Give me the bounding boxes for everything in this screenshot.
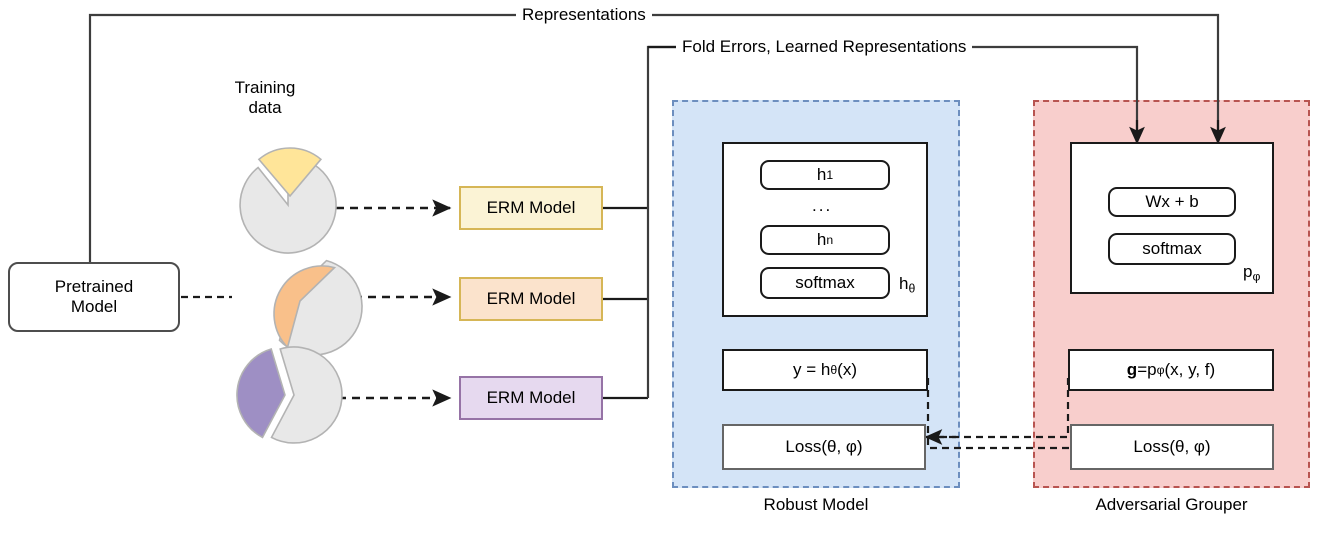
pretrained-model-label-line2: Model (70, 297, 118, 316)
pie-chart-orange (273, 259, 363, 356)
robust-layer-h1-base: h (816, 165, 827, 184)
erm-model-box-3[interactable]: ERM Model (459, 376, 603, 420)
grouper-network-container (1070, 142, 1274, 294)
robust-model-caption: Robust Model (763, 495, 869, 514)
pie-chart-purple (236, 346, 343, 444)
robust-layer-h1-sub: 1 (826, 168, 834, 182)
robust-prediction-pre: y = h (793, 360, 831, 379)
robust-layer-hn-sub: n (826, 233, 834, 247)
grouper-group-pre: g (1126, 360, 1138, 379)
grouper-loss-box[interactable]: Loss(θ, φ) (1070, 424, 1274, 470)
robust-network-function-base: h (899, 274, 909, 293)
robust-layer-hn-base: h (816, 230, 827, 249)
grouper-network-function-base: p (1243, 262, 1253, 281)
grouper-network-function-sub: φ (1252, 269, 1261, 284)
erm-model-box-1[interactable]: ERM Model (459, 186, 603, 230)
robust-layer-softmax[interactable]: softmax (760, 267, 890, 299)
fold-errors-edge-label: Fold Errors, Learned Representations (676, 37, 973, 57)
robust-layer-ellipsis: ... (812, 196, 833, 215)
grouper-group-sub: φ (1156, 363, 1165, 377)
grouper-layer-linear[interactable]: Wx + b (1108, 187, 1236, 217)
robust-loss-box[interactable]: Loss(θ, φ) (722, 424, 926, 470)
pretrained-model-box[interactable]: Pretrained Model (8, 262, 180, 332)
pie-chart-yellow (239, 147, 337, 254)
pretrained-model-label-line1: Pretrained (54, 277, 134, 297)
training-data-label-line2: data (248, 98, 282, 117)
adversarial-grouper-caption: Adversarial Grouper (1095, 495, 1248, 514)
robust-network-function-sub: θ (908, 281, 916, 296)
pie-to-erm-edges (336, 199, 452, 407)
robust-prediction-post: (x) (837, 360, 857, 379)
training-data-label-line1: Training (234, 78, 296, 98)
grouper-group-mid: =p (1137, 360, 1157, 379)
robust-network-function-label: hθ (899, 274, 915, 295)
robust-prediction-sub: θ (830, 363, 838, 377)
grouper-group-post: (x, y, f) (1164, 360, 1216, 379)
training-data-caption: Training data (205, 75, 325, 121)
grouper-layer-softmax[interactable]: softmax (1108, 233, 1236, 265)
erm-model-box-2[interactable]: ERM Model (459, 277, 603, 321)
grouper-network-function-label: pφ (1243, 262, 1260, 283)
representations-edge-label: Representations (516, 5, 652, 25)
